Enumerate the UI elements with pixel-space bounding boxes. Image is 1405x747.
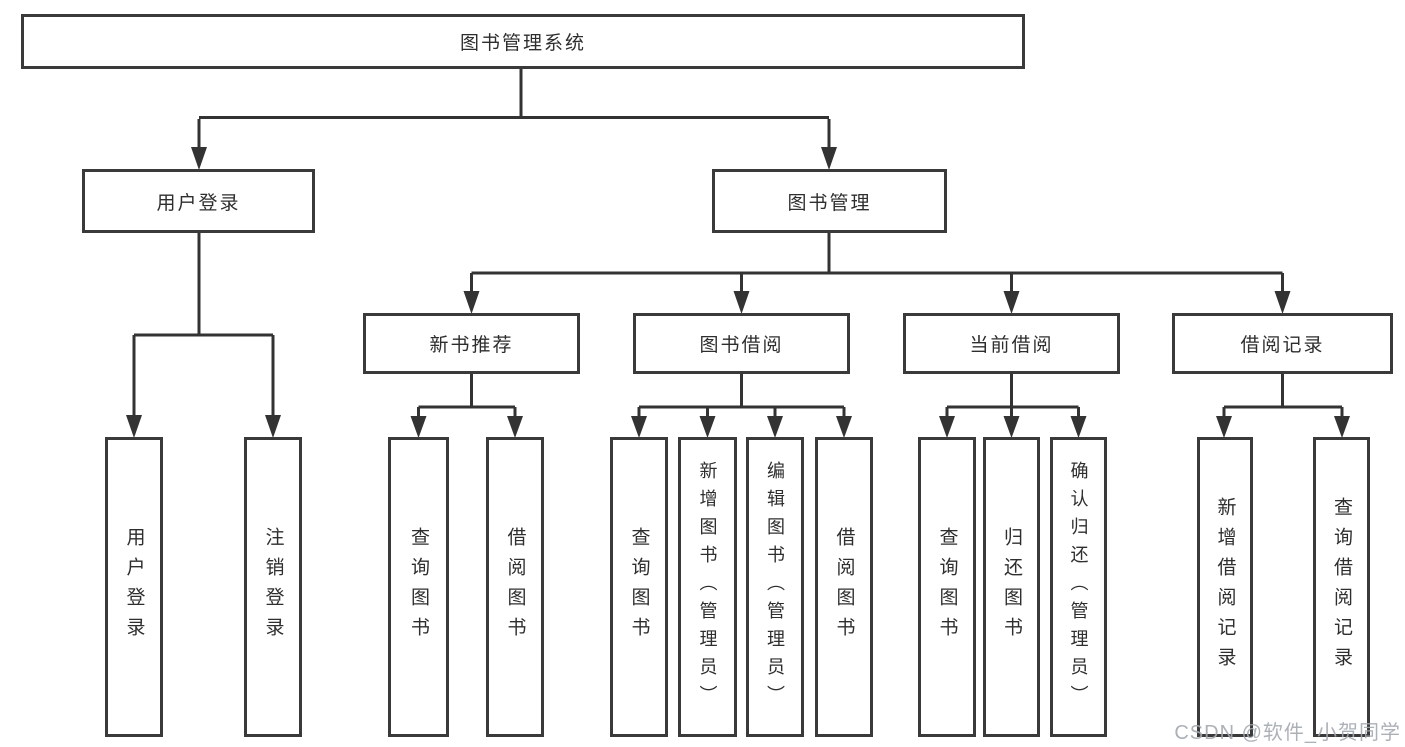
leaf-add-borrow-record-label: 新增借阅记录 xyxy=(1214,497,1236,677)
leaf-query-book-borrow-label: 查询图书 xyxy=(628,527,650,647)
leaf-return-book-label: 归还图书 xyxy=(1001,527,1022,647)
node-current-borrow-label: 当前借阅 xyxy=(969,335,1054,356)
leaf-query-book-current-label: 查询图书 xyxy=(936,527,958,647)
node-new-book-recommend-label: 新书推荐 xyxy=(429,335,514,356)
leaf-confirm-return-admin: 确认归还（管理员） xyxy=(1050,437,1107,737)
node-user-login-label: 用户登录 xyxy=(156,192,241,214)
node-book-management-label: 图书管理 xyxy=(787,192,872,214)
leaf-borrow-book-label: 借阅图书 xyxy=(833,527,855,647)
leaf-return-book: 归还图书 xyxy=(983,437,1040,737)
leaf-add-book-admin: 新增图书（管理员） xyxy=(678,437,737,737)
leaf-query-book-newbook-label: 查询图书 xyxy=(408,527,429,647)
node-borrow-record: 借阅记录 xyxy=(1172,313,1393,374)
leaf-query-borrow-record-label: 查询借阅记录 xyxy=(1331,497,1352,677)
node-root: 图书管理系统 xyxy=(21,14,1025,69)
leaf-user-login: 用户登录 xyxy=(105,437,163,737)
node-book-borrow-label: 图书借阅 xyxy=(699,335,784,356)
node-book-management: 图书管理 xyxy=(712,169,947,233)
leaf-add-borrow-record: 新增借阅记录 xyxy=(1197,437,1253,737)
leaf-borrow-book: 借阅图书 xyxy=(815,437,873,737)
leaf-query-book-borrow: 查询图书 xyxy=(610,437,668,737)
node-borrow-record-label: 借阅记录 xyxy=(1240,335,1325,356)
leaf-user-login-label: 用户登录 xyxy=(123,527,145,647)
node-current-borrow: 当前借阅 xyxy=(903,313,1120,374)
node-new-book-recommend: 新书推荐 xyxy=(363,313,580,374)
leaf-query-borrow-record: 查询借阅记录 xyxy=(1313,437,1370,737)
leaf-borrow-book-newbook-label: 借阅图书 xyxy=(504,527,526,647)
leaf-query-book-newbook: 查询图书 xyxy=(388,437,449,737)
leaf-logout: 注销登录 xyxy=(244,437,302,737)
leaf-query-book-current: 查询图书 xyxy=(918,437,976,737)
leaf-borrow-book-newbook: 借阅图书 xyxy=(486,437,544,737)
leaf-edit-book-admin-label: 编辑图书（管理员） xyxy=(765,461,785,713)
csdn-watermark: CSDN @软件_小贺同学 xyxy=(1174,722,1401,744)
node-user-login: 用户登录 xyxy=(82,169,315,233)
leaf-add-book-admin-label: 新增图书（管理员） xyxy=(697,461,718,713)
leaf-logout-label: 注销登录 xyxy=(262,527,284,647)
node-book-borrow: 图书借阅 xyxy=(633,313,850,374)
node-root-label: 图书管理系统 xyxy=(459,33,586,54)
leaf-confirm-return-admin-label: 确认归还（管理员） xyxy=(1068,461,1089,713)
leaf-edit-book-admin: 编辑图书（管理员） xyxy=(746,437,804,737)
